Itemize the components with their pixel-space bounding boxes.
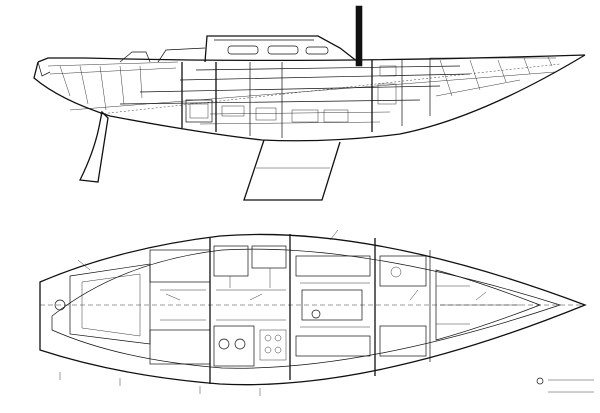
mast xyxy=(355,5,363,67)
sink xyxy=(218,338,230,350)
head xyxy=(379,255,427,287)
forepeak-framing xyxy=(439,56,553,97)
toilet xyxy=(390,266,402,278)
stove xyxy=(259,329,287,361)
hanging-locker xyxy=(379,325,427,357)
mast-step xyxy=(311,309,321,319)
nav-station xyxy=(213,245,249,277)
saloon-table xyxy=(301,289,363,321)
settee xyxy=(295,335,371,357)
galley xyxy=(213,325,255,367)
port-light xyxy=(267,45,299,55)
rudder xyxy=(79,110,109,183)
profile-view xyxy=(33,5,586,201)
title-block xyxy=(536,377,594,393)
v-berth xyxy=(435,269,541,341)
steering-wheel xyxy=(54,299,66,311)
sink xyxy=(234,338,246,350)
plan-hull-outline xyxy=(39,233,587,386)
cabin-sole xyxy=(119,99,421,105)
callout-leader xyxy=(77,229,487,301)
engine xyxy=(185,99,213,123)
sheer-line xyxy=(37,54,586,63)
cabin-house xyxy=(204,35,359,63)
plan-view xyxy=(39,229,587,396)
keel xyxy=(243,139,341,201)
quarter-berth xyxy=(149,249,211,283)
transom xyxy=(37,61,51,77)
port-light xyxy=(305,46,329,55)
port-light xyxy=(227,45,259,55)
settee xyxy=(295,255,371,277)
hull-bottom xyxy=(33,54,586,142)
